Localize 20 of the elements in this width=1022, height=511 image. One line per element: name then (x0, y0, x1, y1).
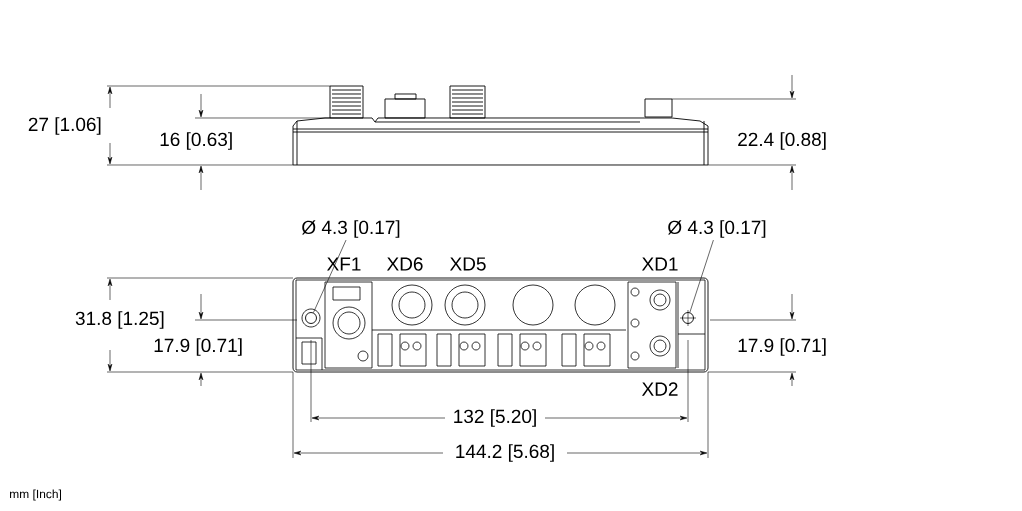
dimension-text: 132 [5.20] (454, 409, 536, 427)
dimension-text: 16 [0.63] (160, 132, 232, 150)
leader-line (689, 239, 714, 313)
mounting-hole (301, 308, 321, 328)
dimension-text: 17.9 [0.71] (738, 338, 826, 356)
unit-note: mm [Inch] (10, 489, 61, 501)
part-label: XD2 (641, 382, 678, 396)
dimension-text: 31.8 [1.25] (75, 311, 164, 329)
dimension-text: 27 [1.06] (28, 117, 101, 135)
part-label: XF1 (327, 257, 361, 271)
dimension-text: 22.4 [0.88] (738, 132, 826, 150)
dimension-text: 17.9 [0.71] (154, 338, 242, 356)
dimension-text: 144.2 [5.68] (456, 444, 554, 462)
leader-line (313, 239, 347, 313)
part-label: XD1 (641, 257, 678, 271)
dimension-text: Ø 4.3 [0.17] (302, 220, 400, 238)
dimension-text: Ø 4.3 [0.17] (668, 220, 766, 238)
part-label: XD5 (449, 257, 486, 271)
part-label: XD6 (386, 257, 423, 271)
mounting-hole (679, 309, 697, 327)
